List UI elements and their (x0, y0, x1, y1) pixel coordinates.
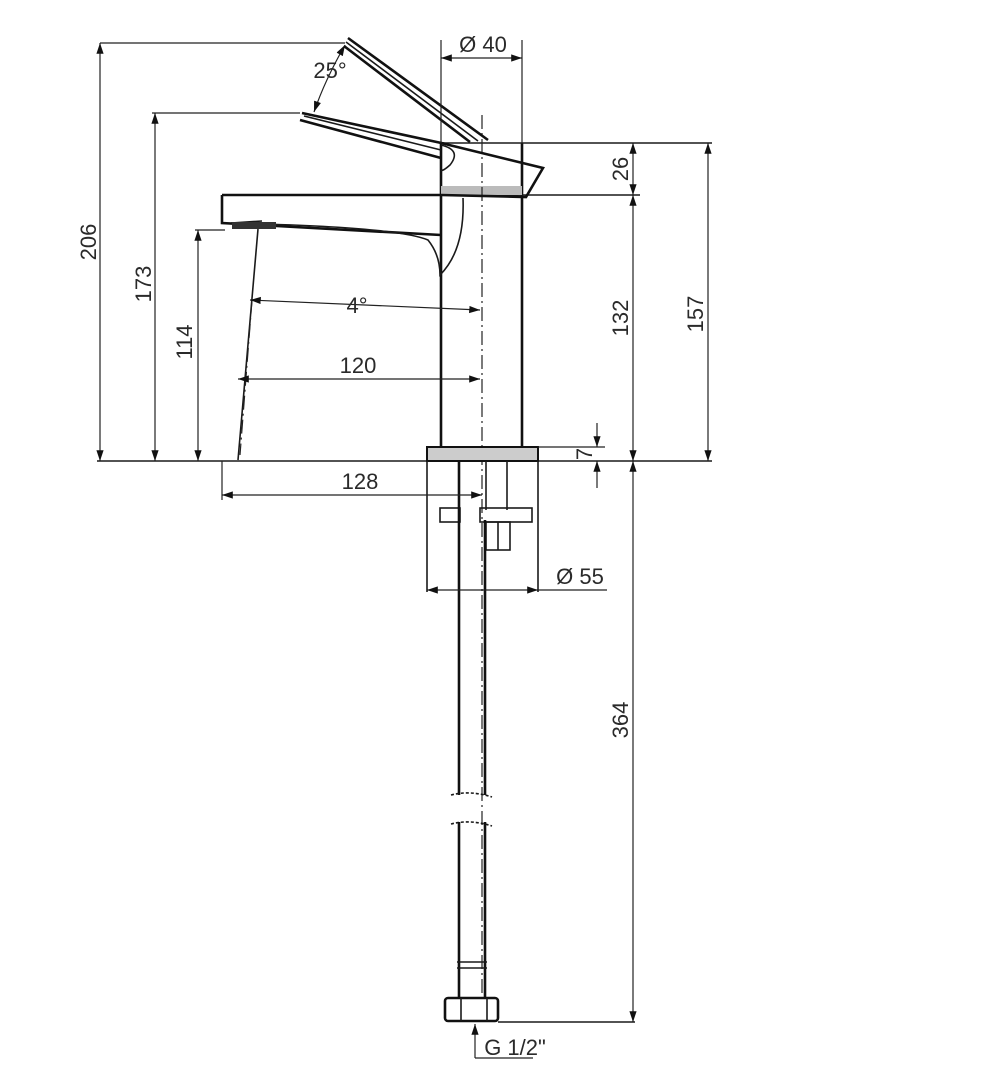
dim-114: 114 (172, 324, 197, 359)
dimension-lines (96, 40, 712, 1059)
spout (220, 193, 464, 461)
dim-angle-25: 25° (313, 58, 346, 83)
base-fixing (426, 446, 539, 592)
lever-closed (299, 111, 456, 172)
dim-7: 7 (572, 448, 597, 460)
dim-128: 128 (342, 469, 379, 494)
dim-364: 364 (608, 702, 633, 739)
dim-diameter-40: Ø 40 (459, 32, 507, 57)
flexible-hose (443, 461, 635, 1023)
dim-173: 173 (131, 266, 156, 303)
faucet-body (439, 115, 712, 1000)
dim-26: 26 (608, 157, 633, 181)
lever-head (440, 141, 546, 199)
thread-label: G 1/2" (484, 1035, 546, 1060)
dim-120: 120 (340, 353, 377, 378)
dim-diameter-55: Ø 55 (556, 564, 604, 589)
dim-157: 157 (683, 296, 708, 333)
lever-open (343, 36, 489, 144)
dim-angle-4: 4° (346, 293, 367, 318)
dim-206: 206 (76, 224, 101, 261)
dim-132: 132 (608, 300, 633, 337)
